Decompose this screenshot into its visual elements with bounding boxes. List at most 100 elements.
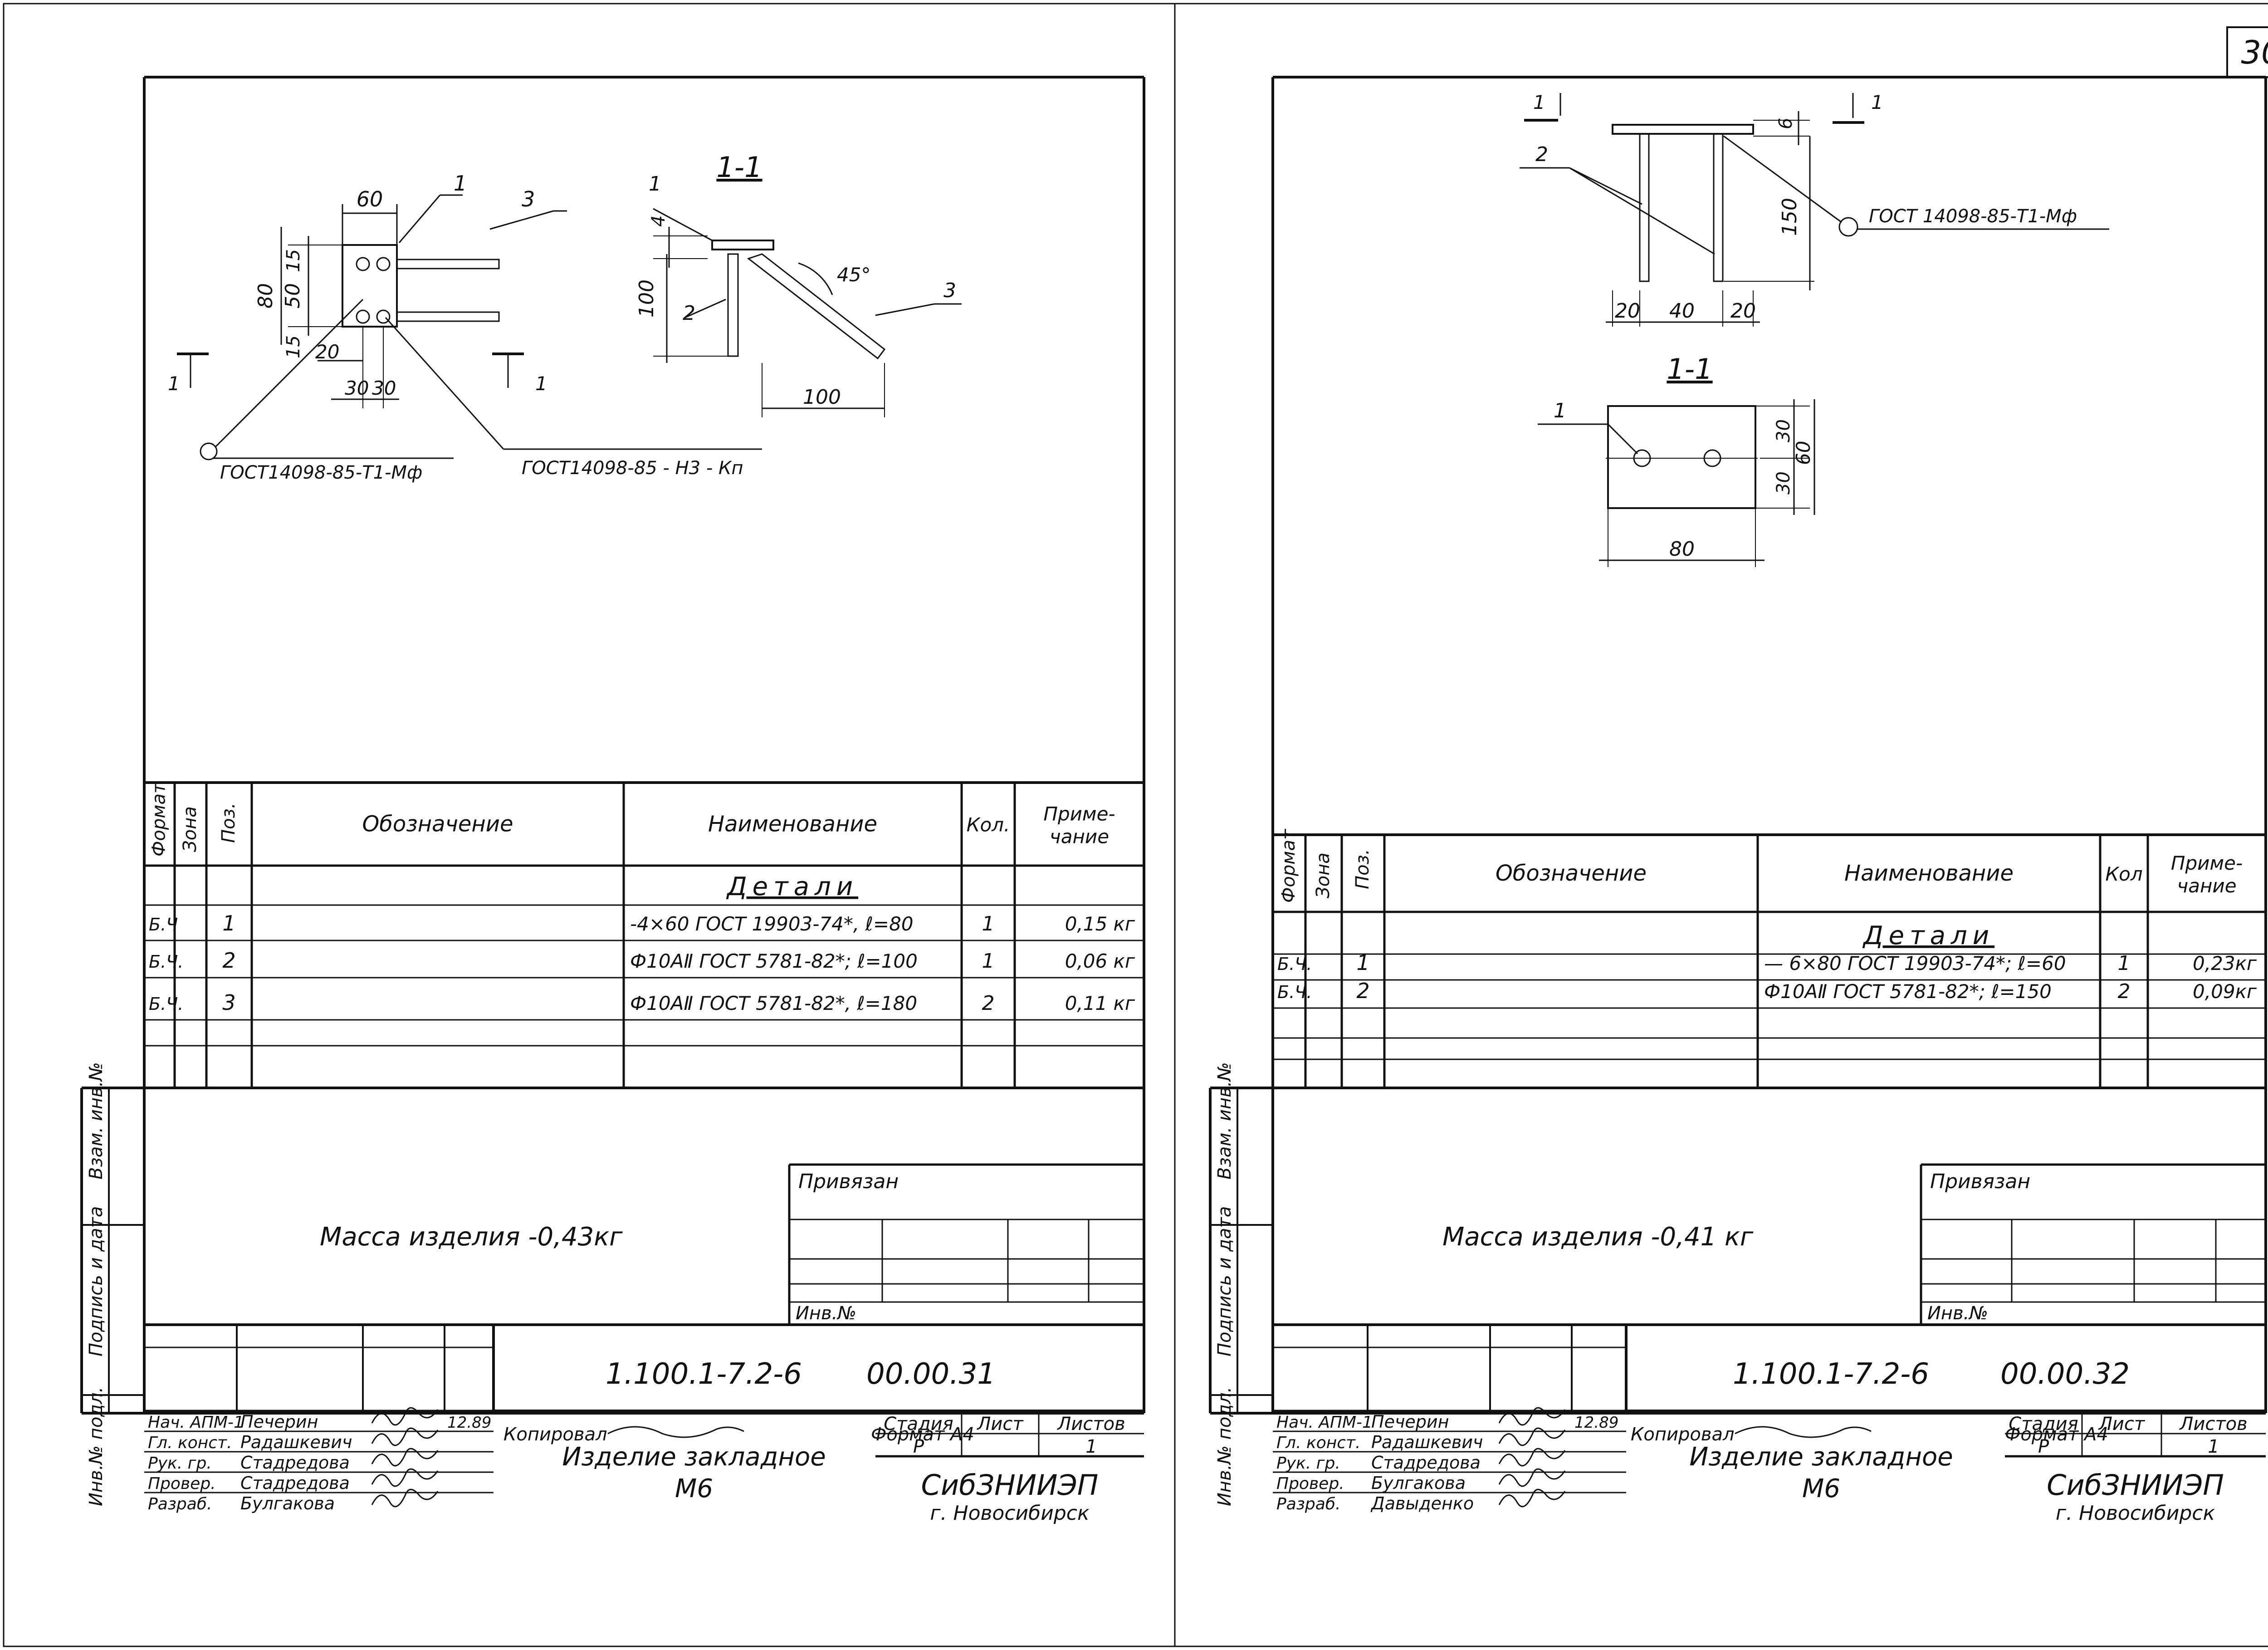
stage-header: Лист bbox=[2098, 1414, 2146, 1435]
product-mark: М6 bbox=[1802, 1474, 1840, 1503]
dim-30a: 30 bbox=[345, 377, 369, 399]
leader bbox=[684, 299, 726, 318]
signature-mark bbox=[371, 1427, 439, 1446]
section-mark-label: 1 bbox=[1871, 91, 1883, 113]
signer-role: Нач. АПМ-1 bbox=[148, 1413, 244, 1432]
stage-header: Стадия bbox=[2009, 1414, 2078, 1435]
spec-row-note: 0,06 кг bbox=[1065, 950, 1135, 972]
spec-row-note: 0,09кг bbox=[2193, 980, 2257, 1003]
signature-mark bbox=[1498, 1488, 1566, 1508]
product-title: Изделие закладное bbox=[1689, 1442, 1953, 1472]
product-title: Изделие закладное bbox=[562, 1442, 826, 1472]
organization: СибЗНИИЭП bbox=[2047, 1469, 2224, 1502]
spec-row-pos: 2 bbox=[222, 948, 235, 973]
bar-pos3-upper bbox=[396, 259, 500, 269]
spec-row-note: 0,15 кг bbox=[1065, 913, 1135, 935]
dim-150: 150 bbox=[1778, 198, 1801, 236]
weld-note-right: ГОСТ14098-85 - Н3 - Кп bbox=[522, 458, 743, 479]
signature-mark bbox=[371, 1488, 439, 1508]
signer-role: Рук. гр. bbox=[148, 1454, 212, 1473]
weld-symbol-circle bbox=[200, 442, 218, 460]
spec-row-qty: 1 bbox=[982, 912, 995, 935]
section-mark-label: 1 bbox=[168, 372, 180, 395]
pos-3-section: 3 bbox=[943, 279, 956, 302]
stage-value: 1 bbox=[2208, 1436, 2219, 1457]
dim-100b: 100 bbox=[803, 386, 841, 409]
format-label: Формат А4 bbox=[2005, 1424, 2108, 1445]
spec-row-pos: 1 bbox=[222, 911, 235, 935]
leader bbox=[1569, 167, 1715, 255]
dim-20: 20 bbox=[315, 341, 339, 363]
mass-text: Масса изделия -0,41 кг bbox=[1442, 1222, 1754, 1252]
signer-name: Булгакова bbox=[240, 1493, 335, 1513]
dim-15b: 15 bbox=[283, 335, 304, 358]
stage-header: Стадия bbox=[884, 1414, 953, 1435]
dim-4: 4 bbox=[648, 215, 669, 227]
signer-name: Печерин bbox=[1371, 1412, 1449, 1432]
copier-signature bbox=[1735, 1426, 1872, 1438]
spec-header-qty: Кол bbox=[2105, 863, 2142, 885]
pos-2-label: 2 bbox=[1535, 143, 1548, 166]
spec-row-note: 0,11 кг bbox=[1065, 992, 1135, 1014]
dim-30b: 30 bbox=[1773, 471, 1794, 495]
spec-row-format: Б.Ч bbox=[149, 915, 178, 935]
signer-date: 12.89 bbox=[447, 1414, 491, 1432]
spec-header-zone: Зона bbox=[1313, 852, 1334, 898]
leader bbox=[1723, 135, 1842, 223]
weld-note-left: ГОСТ14098-85-Т1-Мф bbox=[220, 462, 422, 483]
dim-60: 60 bbox=[357, 187, 383, 211]
page-border bbox=[3, 3, 2268, 1647]
leader bbox=[1607, 423, 1638, 455]
spec-header-name: Наименование bbox=[1844, 861, 2014, 886]
dim-100: 100 bbox=[635, 279, 658, 318]
signer-date: 12.89 bbox=[1574, 1414, 1618, 1432]
plate-pos1 bbox=[342, 244, 398, 328]
stage-value: Р bbox=[913, 1436, 924, 1457]
leader bbox=[215, 299, 364, 448]
section-mark-label: 1 bbox=[1533, 91, 1545, 113]
spec-row-name: Ф10АⅡ ГОСТ 5781-82*, ℓ=180 bbox=[630, 992, 917, 1014]
signer-role: Гл. конст. bbox=[1276, 1434, 1360, 1452]
hole-a bbox=[1633, 449, 1651, 467]
signature-mark bbox=[371, 1468, 439, 1487]
signer-name: Стадредова bbox=[240, 1453, 350, 1473]
side-label: Инв.№ подл. bbox=[1214, 1387, 1235, 1506]
page-number: 30 bbox=[2241, 34, 2268, 71]
hole-lower-2 bbox=[376, 309, 391, 324]
stage-header: Лист bbox=[976, 1414, 1024, 1435]
bar-pos2-a bbox=[1639, 133, 1650, 282]
angle-arc bbox=[798, 262, 833, 295]
leader bbox=[489, 210, 554, 230]
signer-role: Провер. bbox=[148, 1474, 216, 1493]
leader bbox=[653, 208, 713, 241]
signer-role: Гл. конст. bbox=[148, 1434, 232, 1452]
plate-section bbox=[711, 240, 774, 250]
dim-60: 60 bbox=[1792, 441, 1814, 465]
section-title: 1-1 bbox=[716, 151, 762, 184]
spec-row-format: Б.Ч. bbox=[1277, 982, 1312, 1002]
section-title: 1-1 bbox=[1667, 353, 1712, 386]
weld-symbol-circle bbox=[1838, 217, 1858, 237]
stage-header: Листов bbox=[2179, 1414, 2247, 1435]
copier-signature bbox=[607, 1426, 744, 1438]
dim-80: 80 bbox=[1669, 538, 1695, 561]
signature-mark bbox=[1498, 1448, 1566, 1467]
inv-no-label: Инв.№ bbox=[1927, 1303, 1988, 1324]
signer-role: Провер. bbox=[1276, 1474, 1344, 1493]
doc-number: 00.00.31 bbox=[866, 1357, 996, 1391]
signer-name: Булгакова bbox=[1371, 1473, 1466, 1493]
product-mark: М6 bbox=[675, 1474, 713, 1503]
pos-2-section: 2 bbox=[683, 302, 695, 325]
stage-value: Р bbox=[2038, 1436, 2049, 1457]
mass-text: Масса изделия -0,43кг bbox=[320, 1222, 623, 1252]
weld-note: ГОСТ 14098-85-Т1-Мф bbox=[1869, 206, 2077, 227]
pos-1-label: 1 bbox=[454, 171, 467, 196]
format-label: Формат А4 bbox=[871, 1424, 974, 1445]
privyazan-label: Привязан bbox=[798, 1170, 899, 1193]
spec-header-qty: Кол. bbox=[967, 814, 1010, 836]
spec-group-title: Детали bbox=[726, 872, 858, 901]
spec-row-qty: 1 bbox=[982, 950, 995, 973]
signer-role: Разраб. bbox=[148, 1495, 212, 1513]
dim-30a: 30 bbox=[1773, 419, 1794, 442]
copied-label: Копировал bbox=[503, 1424, 607, 1445]
